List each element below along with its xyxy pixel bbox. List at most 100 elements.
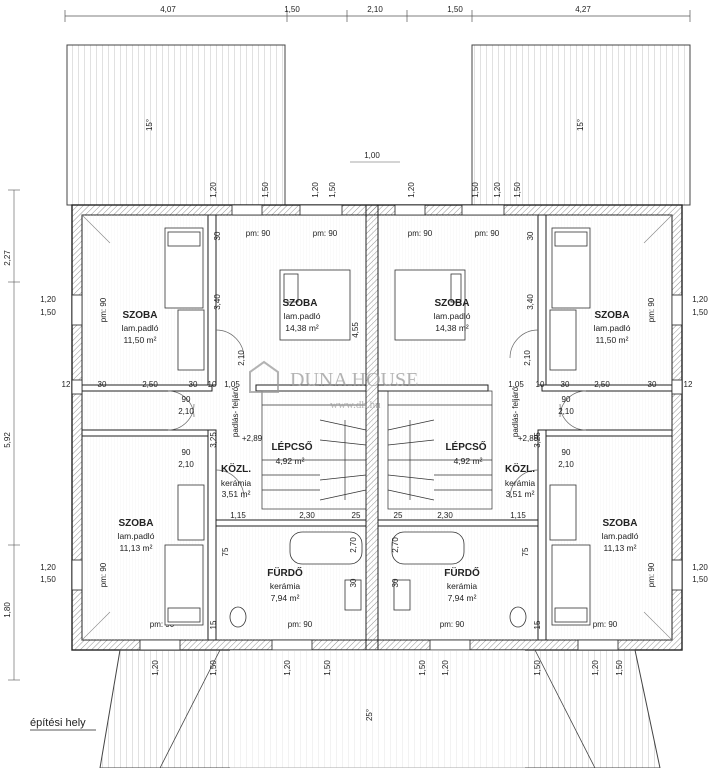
dim-150-c: 1,50 xyxy=(471,182,480,198)
roof-plane-left xyxy=(66,44,286,206)
top-dimension-line xyxy=(64,10,691,22)
attic-access-right: padlás- feljáró xyxy=(511,386,520,437)
pm-label-7: pm: 90 xyxy=(440,620,465,629)
dim-left-7: 1,80 xyxy=(3,602,12,618)
room-floor-kozl-r: kerámia xyxy=(505,478,536,488)
room-name-szoba-br: SZOBA xyxy=(603,518,638,529)
roof-pitch-left: 15° xyxy=(145,119,154,131)
dim-12-r: 12 xyxy=(684,380,693,389)
dim-30-b: 30 xyxy=(526,231,535,240)
room-area-kozl-r: 3,51 m² xyxy=(506,489,535,499)
dim-12-a: 1,20 xyxy=(209,182,218,198)
dim-bottom-120-d: 1,20 xyxy=(591,660,600,676)
dim-340-a: 3,40 xyxy=(213,294,222,310)
bottom-pitch: 25° xyxy=(365,709,374,721)
dim-105-r: 1,05 xyxy=(508,380,524,389)
dim-210-e: 2,10 xyxy=(178,460,194,469)
dim-230-a: 2,30 xyxy=(299,511,315,520)
dim-30-l: 30 xyxy=(98,380,107,389)
dim-25-a: 25 xyxy=(352,511,361,520)
dim-30-r: 30 xyxy=(648,380,657,389)
dim-bottom-120-b: 1,20 xyxy=(283,660,292,676)
pm-label-4: pm: 90 xyxy=(475,229,500,238)
room-floor-szoba-tc: lam.padló xyxy=(284,311,321,321)
room-area-szoba-bl: 11,13 m² xyxy=(120,543,153,553)
staircase-right xyxy=(387,390,493,510)
dim-top-2: 1,50 xyxy=(284,5,300,14)
room-name-kozl-l: KÖZL. xyxy=(221,462,251,475)
dim-115-a: 1,15 xyxy=(230,511,246,520)
pm-label-11: pm: 90 xyxy=(99,562,108,587)
dim-30-r2: 30 xyxy=(561,380,570,389)
pm-label-3: pm: 90 xyxy=(408,229,433,238)
door-swings xyxy=(167,329,587,499)
pm-label-9: pm: 90 xyxy=(99,297,108,322)
dim-30-d: 30 xyxy=(391,578,400,587)
room-floor-kozl-l: kerámia xyxy=(221,478,252,488)
pm-label-8: pm: 90 xyxy=(593,620,618,629)
chimney-dim: 1,00 xyxy=(364,151,380,160)
dim-right-150-b: 1,50 xyxy=(692,575,708,584)
dim-210-d: 2,10 xyxy=(558,407,574,416)
dim-right-120-b: 1,20 xyxy=(692,563,708,572)
dim-top-3: 2,10 xyxy=(367,5,383,14)
room-name-szoba-tr: SZOBA xyxy=(595,310,630,321)
dim-210-f: 2,10 xyxy=(558,460,574,469)
dim-210-b: 2,10 xyxy=(523,350,532,366)
dim-325-b: 3,25 xyxy=(533,432,542,448)
party-wall xyxy=(365,204,379,651)
pm-label-5: pm: 90 xyxy=(150,620,175,629)
watermark-url: www.dh.hu xyxy=(330,399,381,411)
dim-210-c: 2,10 xyxy=(178,407,194,416)
dim-right-120-a: 1,20 xyxy=(692,295,708,304)
dim-bottom-150-d: 1,50 xyxy=(533,660,542,676)
dim-230-b: 2,30 xyxy=(437,511,453,520)
watermark: DUNA HOUSE www.dh.hu xyxy=(249,360,418,411)
room-name-szoba-tl: SZOBA xyxy=(123,310,158,321)
room-area-furdo-r: 7,94 m² xyxy=(448,593,477,603)
dim-90-b: 90 xyxy=(562,395,571,404)
dim-90-c: 90 xyxy=(182,448,191,457)
dim-top-5: 4,27 xyxy=(575,5,591,14)
level-a: +2,89 xyxy=(242,434,263,443)
dim-120-d: 1,20 xyxy=(493,182,502,198)
room-name-szoba-tc: SZOBA xyxy=(283,298,318,309)
room-area-lepcso-l: 4,92 m² xyxy=(276,456,305,466)
room-area-szoba-br: 11,13 m² xyxy=(604,543,637,553)
room-name-szoba-tcr: SZOBA xyxy=(435,298,470,309)
dim-325-a: 3,25 xyxy=(209,432,218,448)
dim-90-a: 90 xyxy=(182,395,191,404)
dim-250-l: 2,50 xyxy=(142,380,158,389)
dim-bottom-120-c: 1,20 xyxy=(441,660,450,676)
roof-pitch-right: 15° xyxy=(576,119,585,131)
dim-455: 4,55 xyxy=(351,322,360,338)
room-floor-szoba-br: lam.padló xyxy=(602,531,639,541)
room-name-lepcso-l: LÉPCSŐ xyxy=(271,440,312,453)
staircase-left xyxy=(261,390,367,510)
room-floor-szoba-tr: lam.padló xyxy=(594,323,631,333)
room-name-lepcso-r: LÉPCSŐ xyxy=(445,440,486,453)
dim-270-a: 2,70 xyxy=(349,537,358,553)
attic-access-left: padlás- feljáró xyxy=(231,386,240,437)
dim-105-l: 1,05 xyxy=(224,380,240,389)
construction-site-label: építési hely xyxy=(30,717,86,729)
room-floor-furdo-r: kerámia xyxy=(447,581,478,591)
dim-75-b: 75 xyxy=(521,547,530,556)
dim-15-b: 15 xyxy=(533,620,542,629)
dim-bottom-150-c: 1,50 xyxy=(418,660,427,676)
dim-bottom-150-a: 1,50 xyxy=(209,660,218,676)
room-floor-furdo-l: kerámia xyxy=(270,581,301,591)
room-area-kozl-l: 3,51 m² xyxy=(222,489,251,499)
room-area-lepcso-r: 4,92 m² xyxy=(454,456,483,466)
dim-left-6: 1,50 xyxy=(40,575,56,584)
dim-bottom-120-a: 1,20 xyxy=(151,660,160,676)
dim-left-2: 1,20 xyxy=(40,295,56,304)
dim-340-b: 3,40 xyxy=(526,294,535,310)
pm-label-1: pm: 90 xyxy=(246,229,271,238)
furniture xyxy=(164,227,591,628)
dim-150-d: 1,50 xyxy=(513,182,522,198)
dim-top-1: 4,07 xyxy=(160,5,176,14)
top-windows xyxy=(231,204,505,216)
dim-left-4: 5,92 xyxy=(3,432,12,448)
